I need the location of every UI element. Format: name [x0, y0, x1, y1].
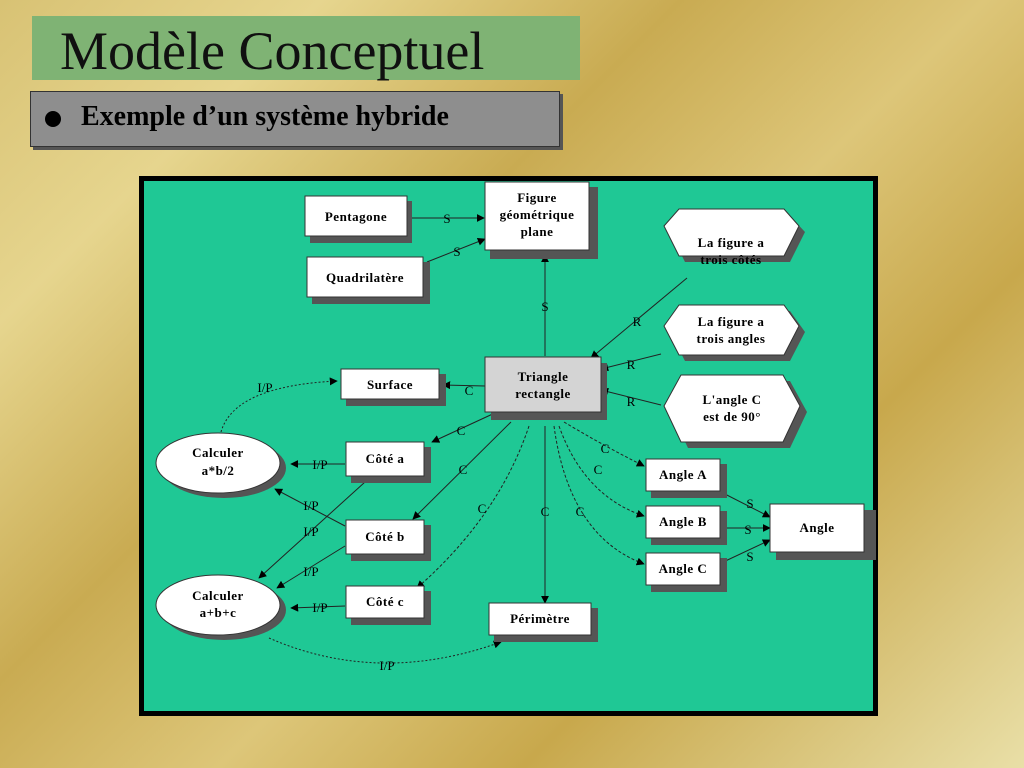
node-trois-angles-line1: La figure a: [698, 314, 765, 329]
edge-label-c: C: [601, 441, 610, 456]
node-quadrilatere-label: Quadrilatère: [326, 270, 404, 285]
edge-troiscotes-triangle: [590, 277, 688, 359]
edge-triangle-cotea: [431, 411, 498, 443]
edge-cotec-calcperim: [290, 603, 346, 612]
edge-calcperim-perimetre: [268, 637, 502, 664]
edge-troisangles-triangle: [600, 353, 662, 372]
edge-calcsurface-surface: [220, 377, 338, 433]
node-cote-b-label: Côté b: [365, 529, 404, 544]
node-triangle-line2: rectangle: [515, 386, 571, 401]
edge-label-ip: I/P: [303, 524, 318, 539]
edge-label-c: C: [541, 504, 550, 519]
node-trois-cotes-line2: trois côtés: [700, 252, 761, 267]
edge-label-ip: I/P: [379, 658, 394, 673]
node-perimetre-label: Périmètre: [510, 611, 570, 626]
node-figure-line2: géométrique: [500, 207, 575, 222]
node-perimetre: Périmètre: [488, 602, 598, 642]
edge-label-c: C: [576, 504, 585, 519]
edge-label-ip: I/P: [303, 498, 318, 513]
node-angle-90-line2: est de 90°: [703, 409, 761, 424]
edge-triangle-anglec: [553, 425, 645, 566]
node-calc-perimetre: Calculer a+b+c: [155, 574, 286, 640]
edge-triangle-surface: [442, 381, 486, 390]
edge-label-ip: I/P: [257, 380, 272, 395]
edge-label-c: C: [457, 423, 466, 438]
node-surface: Surface: [340, 368, 446, 406]
node-angle-90-line1: L'angle C: [702, 392, 761, 407]
node-quadrilatere: Quadrilatère: [306, 256, 430, 304]
edge-triangle-cotec: [416, 425, 530, 589]
node-pentagone-label: Pentagone: [325, 209, 387, 224]
node-surface-label: Surface: [367, 377, 413, 392]
edge-label-c: C: [594, 462, 603, 477]
edge-angle90-triangle: [600, 387, 662, 406]
slide-subtitle: Exemple d’un système hybride: [81, 101, 449, 132]
node-angle: Angle: [769, 503, 876, 560]
node-pentagone: Pentagone: [304, 195, 412, 243]
node-angle-b: Angle B: [645, 505, 727, 545]
node-trois-angles: La figure a trois angles: [663, 304, 805, 361]
node-trois-cotes-line1: La figure a: [698, 235, 765, 250]
edge-anglea-angle: [718, 490, 771, 518]
node-calc-surface-line2: a*b/2: [202, 463, 235, 478]
title-banner: Modèle Conceptuel: [32, 16, 580, 81]
subtitle-banner: Exemple d’un système hybride: [30, 91, 560, 147]
node-angle-label: Angle: [800, 520, 835, 535]
node-trois-angles-line2: trois angles: [697, 331, 766, 346]
node-trois-cotes: La figure a trois côtés: [663, 208, 805, 267]
edge-label-s: S: [746, 496, 753, 511]
edge-triangle-angleb: [558, 425, 645, 518]
node-calc-perimetre-line2: a+b+c: [200, 605, 237, 620]
node-cote-c-label: Côté c: [366, 594, 404, 609]
edge-label-c: C: [478, 501, 487, 516]
edge-triangle-anglea: [563, 421, 645, 467]
node-cote-b: Côté b: [345, 519, 431, 561]
edge-coteb-calcsurface: [274, 488, 346, 527]
edge-coteb-calcperim: [276, 545, 346, 589]
edge-anglec-angle: [718, 539, 771, 565]
edge-label-ip: I/P: [312, 457, 327, 472]
edge-label-r: R: [627, 394, 636, 409]
edge-label-r: R: [627, 357, 636, 372]
conceptual-diagram: S S S R R R C C C C C C C C S S S I/P I/…: [139, 176, 878, 716]
edge-label-r: R: [633, 314, 642, 329]
node-angle-a: Angle A: [645, 458, 727, 498]
node-cote-a-label: Côté a: [366, 451, 405, 466]
node-angle-a-label: Angle A: [659, 467, 707, 482]
node-cote-c: Côté c: [345, 585, 431, 625]
slide-title: Modèle Conceptuel: [60, 21, 485, 81]
node-triangle-rectangle: Triangle rectangle: [484, 356, 607, 420]
node-triangle-line1: Triangle: [518, 369, 569, 384]
node-calc-surface-line1: Calculer: [192, 445, 244, 460]
edge-label-c: C: [459, 462, 468, 477]
edge-label-c: C: [465, 383, 474, 398]
node-angle-c: Angle C: [645, 552, 727, 592]
bullet-icon: [45, 111, 61, 127]
edge-label-s: S: [744, 522, 751, 537]
edge-label-s: S: [443, 211, 450, 226]
node-figure: Figure géométrique plane: [484, 181, 598, 259]
edge-label-s: S: [746, 549, 753, 564]
edge-triangle-coteb: [412, 421, 512, 520]
node-calc-surface: Calculer a*b/2: [155, 432, 286, 498]
node-figure-line1: Figure: [517, 190, 557, 205]
node-angle-b-label: Angle B: [659, 514, 707, 529]
node-cote-a: Côté a: [345, 441, 431, 483]
node-angle-c-label: Angle C: [659, 561, 708, 576]
node-angle-90: L'angle C est de 90°: [663, 374, 807, 448]
edge-label-ip: I/P: [312, 600, 327, 615]
edge-label-ip: I/P: [303, 564, 318, 579]
edge-label-s: S: [453, 244, 460, 259]
edge-label-s: S: [541, 299, 548, 314]
edge-quadrilatere-figure: [426, 237, 486, 263]
node-calc-perimetre-line1: Calculer: [192, 588, 244, 603]
node-figure-line3: plane: [521, 224, 554, 239]
edge-cotea-calcperim: [258, 481, 366, 579]
